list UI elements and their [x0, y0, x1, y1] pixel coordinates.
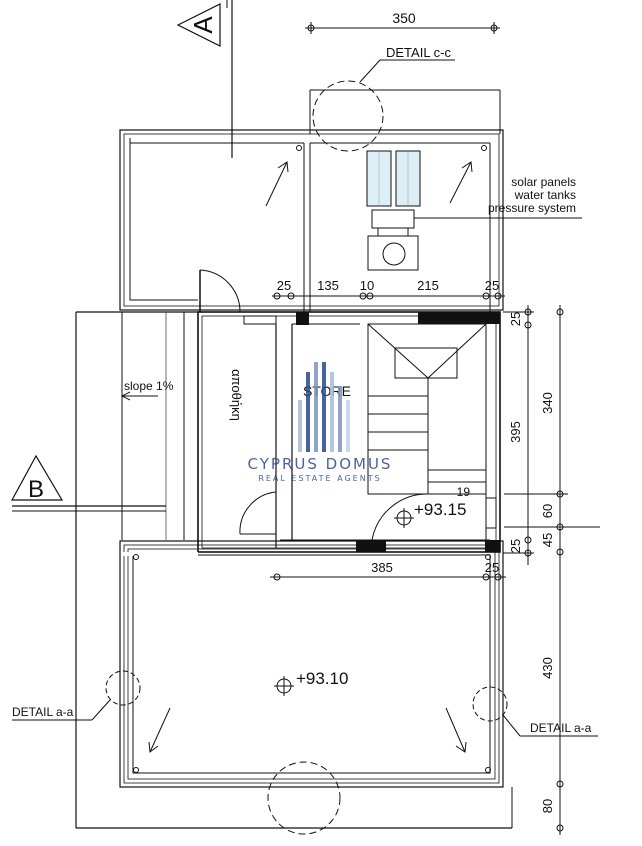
detail-cc-callout: DETAIL c-c — [312, 45, 455, 152]
dimension-bottom: 385 25 — [270, 560, 506, 581]
equipment-label-pressure: pressure system — [488, 201, 576, 215]
room-vertical-label: αποθήκη — [229, 369, 244, 421]
dim-bottom-385: 385 — [371, 560, 393, 575]
watermark: CYPRUS DOMUS REAL ESTATE AGENTS — [248, 362, 393, 483]
dim-bottom-25: 25 — [485, 560, 499, 575]
solar-equipment: solar panels water tanks pressure system — [366, 150, 582, 271]
section-marker-a: A — [176, 0, 233, 158]
detail-aa-right-callout: DETAIL a-a — [472, 686, 598, 737]
dim-far-340: 340 — [540, 392, 555, 414]
dim-far-60: 60 — [540, 504, 555, 518]
detail-aa-right-label: DETAIL a-a — [530, 721, 592, 735]
dim-135: 135 — [317, 278, 339, 293]
level-upper: +93.15 — [414, 500, 466, 519]
section-marker-b-letter: B — [28, 476, 44, 503]
dim-far-430: 430 — [540, 657, 555, 679]
watermark-bar-4 — [322, 362, 326, 452]
dim-25-left: 25 — [277, 278, 291, 293]
watermark-bar-3 — [314, 362, 318, 452]
detail-bottom-callout — [267, 761, 341, 835]
dimension-top-350: 350 — [305, 10, 500, 34]
watermark-bar-1 — [298, 400, 302, 452]
dimension-row-upper: 25 135 10 215 25 — [272, 278, 505, 300]
dim-10: 10 — [360, 278, 374, 293]
store-label: STORE — [303, 383, 351, 399]
dimension-right-inner: 25 395 25 — [503, 305, 534, 565]
slope-label: slope 1% — [124, 379, 174, 393]
dimension-350-label: 350 — [392, 10, 416, 26]
detail-aa-left-label: DETAIL a-a — [12, 705, 74, 719]
dimension-right-outer: 340 60 45 430 80 — [504, 305, 600, 835]
detail-cc-label: DETAIL c-c — [386, 45, 452, 60]
dim-215: 215 — [417, 278, 439, 293]
watermark-bar-6 — [338, 386, 342, 452]
dim-right-25-bottom: 25 — [508, 539, 523, 553]
dim-right-25-top: 25 — [508, 312, 523, 326]
watermark-name: CYPRUS DOMUS — [248, 455, 393, 473]
roof-lower: +93.10 — [76, 540, 513, 829]
watermark-bar-7 — [346, 400, 350, 452]
dim-far-45: 45 — [540, 533, 555, 547]
watermark-bar-5 — [330, 372, 334, 452]
equipment-label-solar: solar panels — [511, 175, 576, 189]
dim-far-80: 80 — [540, 799, 555, 813]
dim-25-right: 25 — [485, 278, 499, 293]
watermark-bar-2 — [306, 372, 310, 452]
left-strip: slope 1% — [75, 311, 198, 828]
stair-count-label: 19 — [457, 485, 471, 499]
section-marker-b: B — [10, 454, 166, 512]
section-marker-a-letter: A — [188, 16, 218, 34]
detail-aa-left-callout: DETAIL a-a — [12, 670, 141, 721]
level-lower: +93.10 — [296, 669, 348, 688]
roof-upper — [119, 89, 504, 313]
dim-right-395: 395 — [508, 421, 523, 443]
watermark-tagline: REAL ESTATE AGENTS — [258, 474, 381, 483]
equipment-label-tanks: water tanks — [514, 188, 576, 202]
